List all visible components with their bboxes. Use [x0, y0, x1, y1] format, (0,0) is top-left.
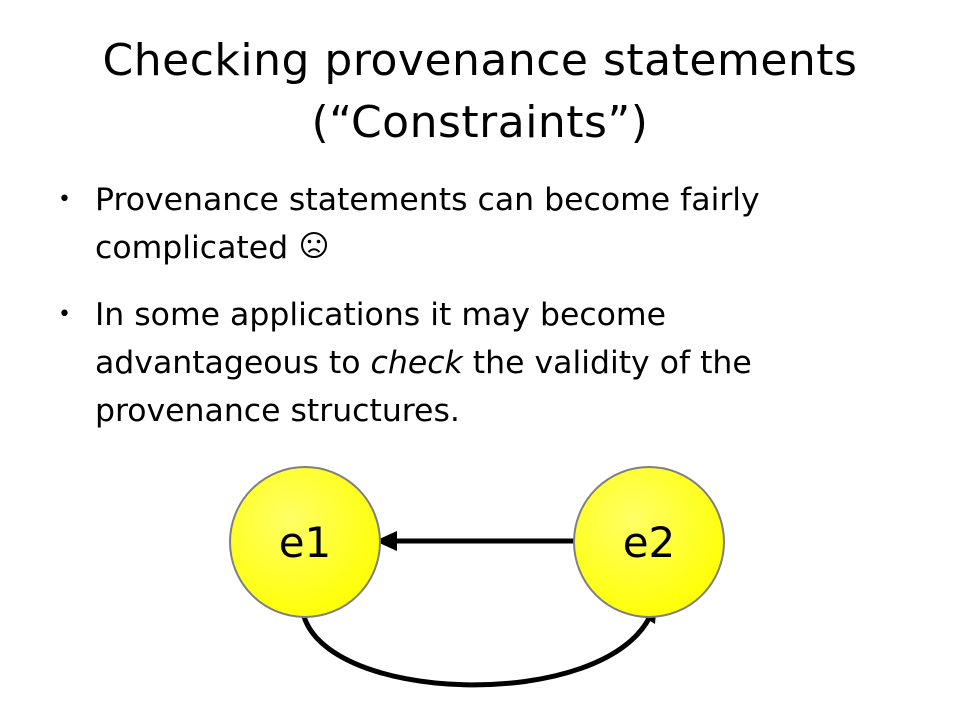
node-e2 — [573, 466, 725, 618]
bullet-list: • Provenance statements can become fairl… — [58, 176, 848, 453]
slide-title: Checking provenance statements (“Constra… — [0, 30, 960, 154]
frown-face-icon — [300, 225, 328, 273]
edge-e1-to-e2 — [299, 605, 655, 688]
arrowhead-e2 — [639, 600, 657, 624]
node-e1 — [229, 466, 381, 618]
node-e1-label: e1 — [279, 518, 332, 567]
title-line-2: (“Constraints”) — [311, 97, 649, 148]
node-e2-label: e2 — [623, 518, 676, 567]
bullet-2-text-b: the validity of the provenance structure… — [95, 345, 752, 429]
arrowhead-e1 — [375, 531, 397, 551]
bullet-dot: • — [58, 187, 71, 212]
bullet-2-text-a: In some applications it may become advan… — [95, 297, 666, 381]
bullet-item: • In some applications it may become adv… — [58, 291, 848, 435]
title-line-1: Checking provenance statements — [102, 35, 858, 86]
bullet-2-emphasis: check — [370, 345, 463, 381]
bullet-1-text: Provenance statements can become fairly … — [95, 182, 760, 266]
bullet-item: • Provenance statements can become fairl… — [58, 176, 848, 273]
bullet-dot: • — [58, 302, 71, 327]
